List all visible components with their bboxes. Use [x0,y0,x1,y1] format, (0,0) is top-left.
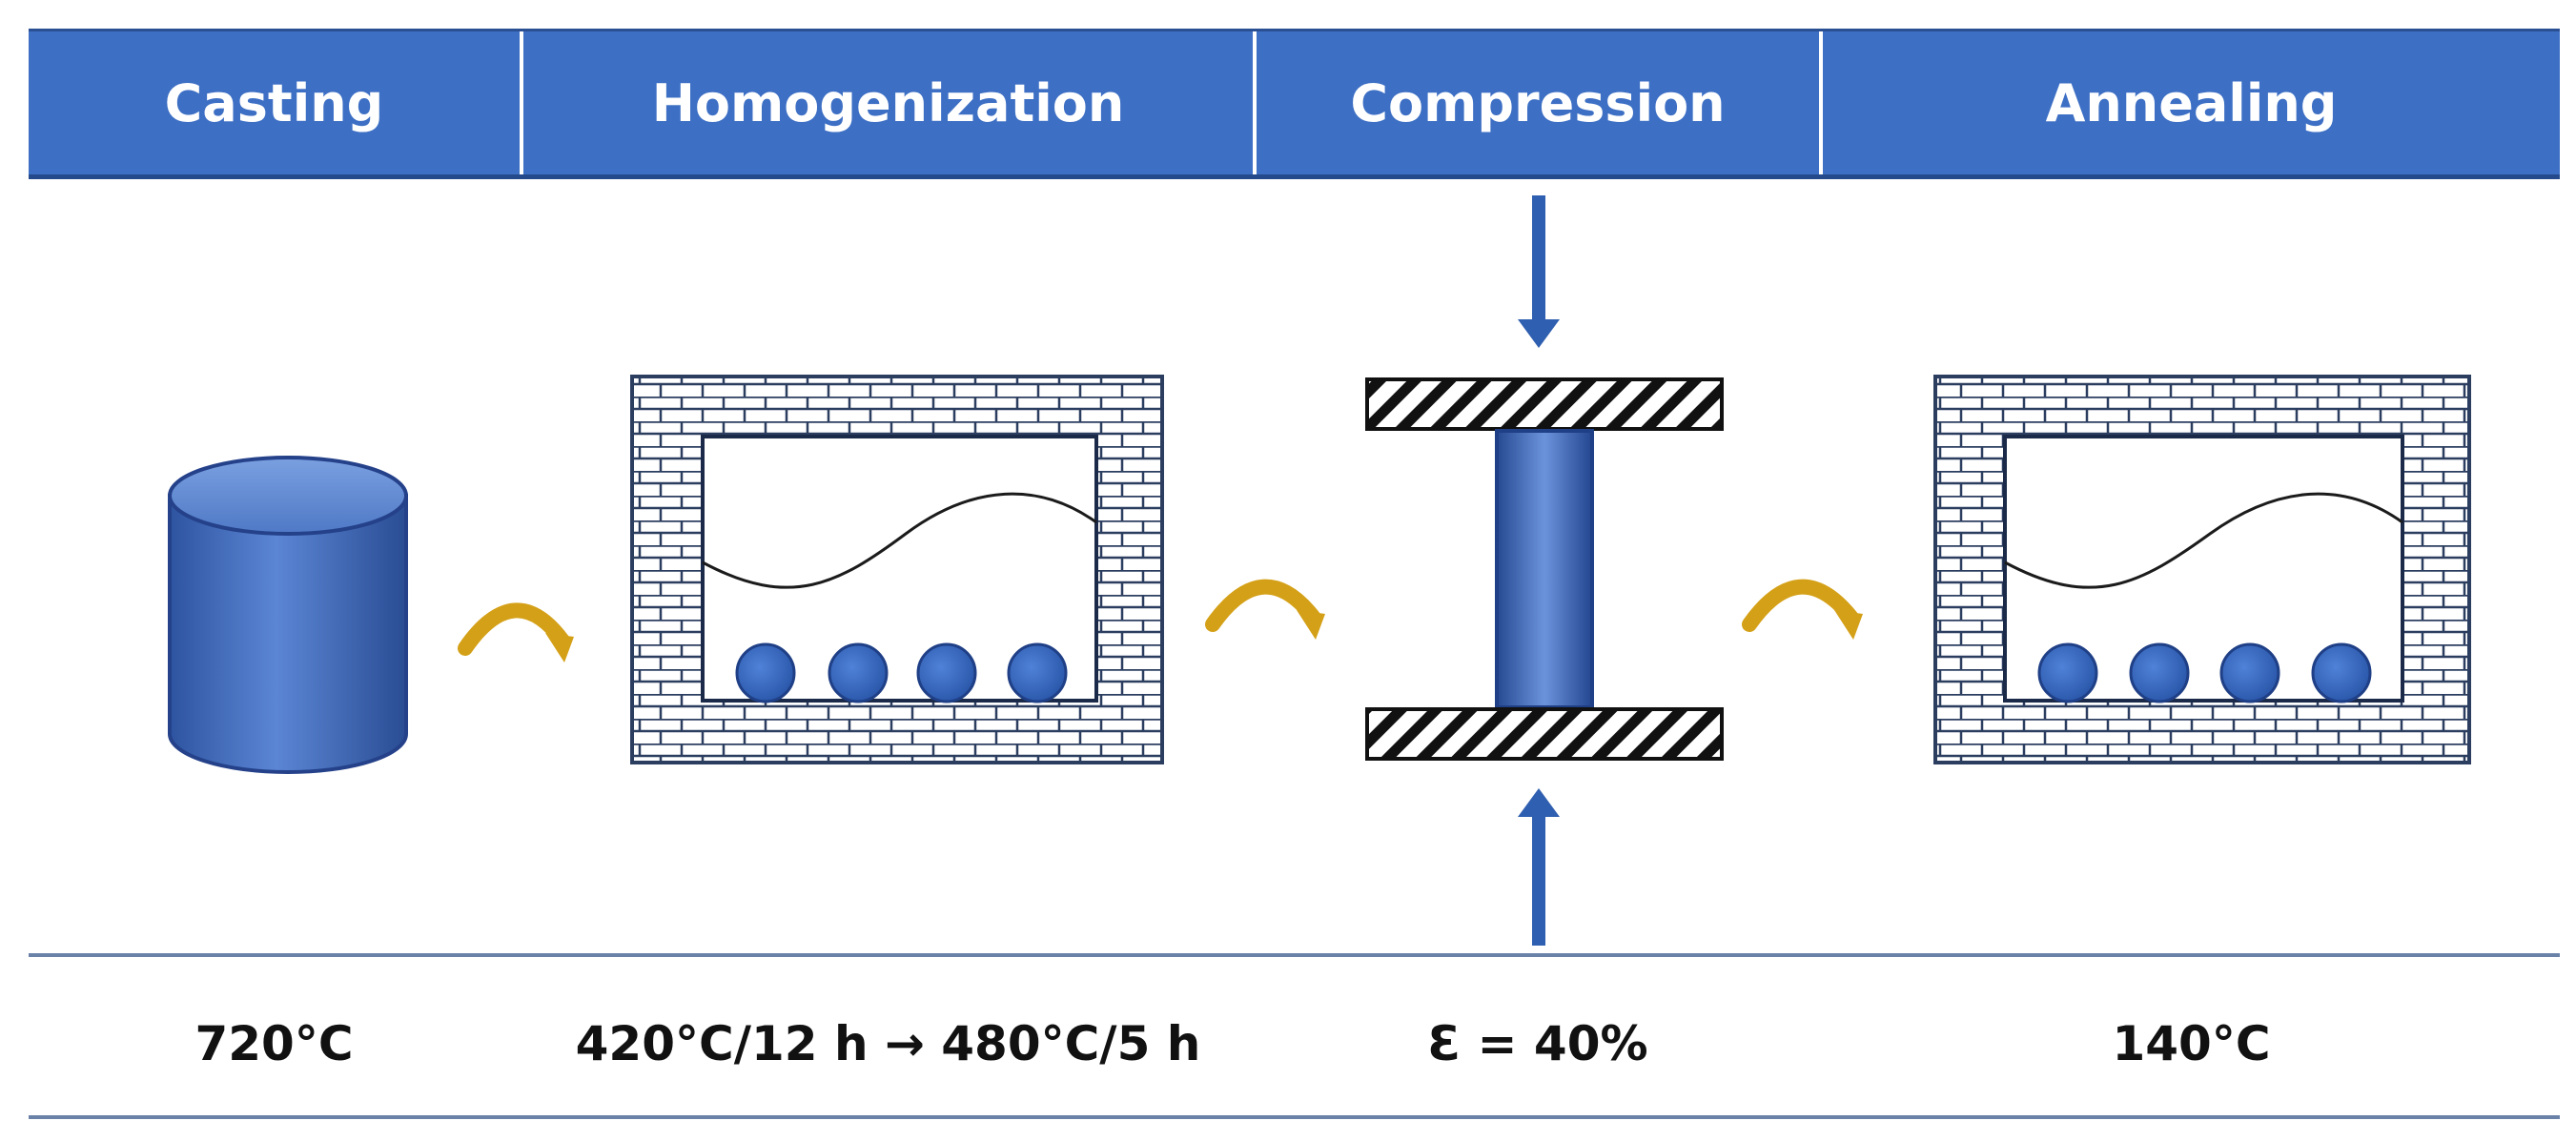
cylinder-ingot-icon [168,456,408,774]
curved-arrow-icon [1205,579,1325,640]
divider-line [29,953,2560,957]
process-header: Casting Homogenization Compression Annea… [29,29,2560,179]
compression-strain: Ɛ = 40% [1427,1016,1648,1071]
brick-furnace-icon [630,375,1164,764]
casting-temperature: 720°C [194,1016,354,1071]
curved-arrow-icon [458,602,574,662]
step-annealing-header: Annealing [2045,72,2338,133]
step-compression-header: Compression [1350,72,1726,133]
brick-furnace-icon [1933,375,2471,764]
compression-press-icon [1365,195,1724,946]
header-divider [1819,31,1823,174]
homogenization-schedule: 420°C/12 h → 480°C/5 h [575,1016,1201,1071]
divider-line [29,1115,2560,1119]
step-casting-header: Casting [164,72,384,133]
header-divider [1253,31,1257,174]
header-divider [520,31,523,174]
curved-arrow-icon [1742,579,1863,640]
annealing-temperature: 140°C [2112,1016,2271,1071]
step-homogenization-header: Homogenization [651,72,1125,133]
